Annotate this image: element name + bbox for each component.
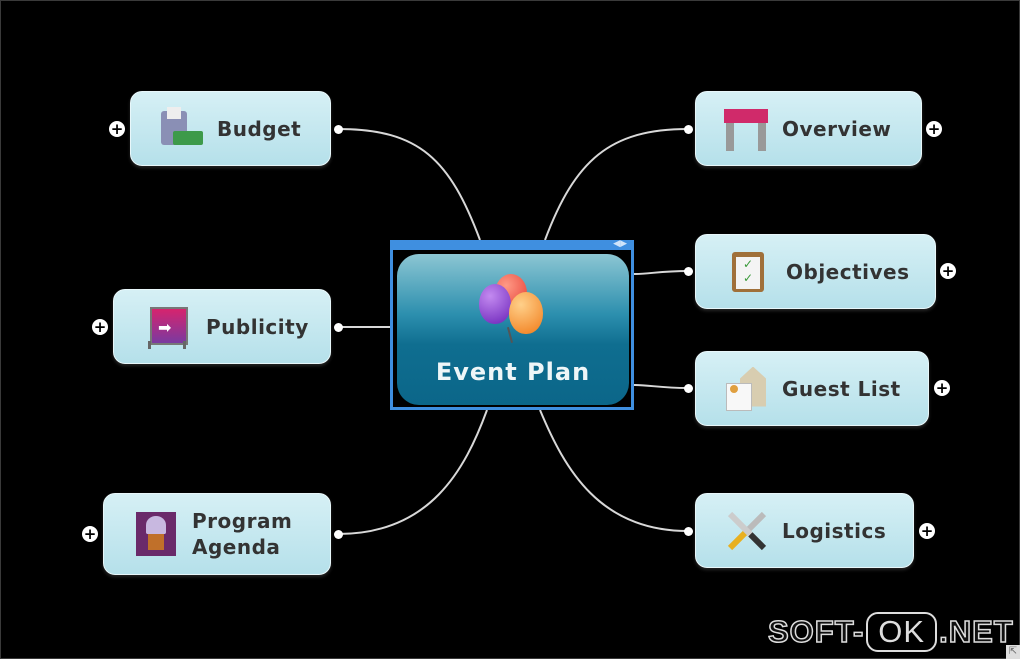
topic-guest-list[interactable]: Guest List [695,351,929,426]
tools-icon [724,509,768,553]
watermark-part: OK [866,612,938,652]
link-guest-list [633,384,689,389]
expand-objectives-button[interactable]: + [940,262,956,280]
expand-logistics-button[interactable]: + [919,522,935,540]
expand-program-agenda-button[interactable]: + [82,525,98,543]
expand-publicity-button[interactable]: + [92,318,108,336]
balloons-icon [477,272,547,347]
expand-overview-button[interactable]: + [926,120,942,138]
podium-icon [134,512,178,556]
connector-handle[interactable] [684,125,693,134]
topic-label: Budget [217,116,302,141]
central-topic-title: Event Plan [435,358,591,386]
topic-overview[interactable]: Overview [695,91,922,166]
link-overview [544,128,689,241]
connector-handle[interactable] [684,384,693,393]
connector-handle[interactable] [334,125,343,134]
topic-label-line2: Agenda [192,535,281,559]
topic-objectives[interactable]: ✓✓ Objectives [695,234,936,309]
cash-register-icon [159,106,203,151]
watermark-part: SOFT- [767,613,865,650]
topic-logistics[interactable]: Logistics [695,493,914,568]
topic-budget[interactable]: Budget [130,91,331,166]
topic-label: Overview [782,116,892,141]
connector-handle[interactable] [334,323,343,332]
connector-handle[interactable] [684,267,693,276]
central-topic[interactable]: Event Plan [397,254,629,405]
topic-label: Guest List [782,376,901,401]
watermark-logo: SOFT-OK.NET [767,612,1014,652]
topic-label-line1: Program [192,509,293,533]
address-card-icon [724,366,768,411]
link-objectives [633,270,689,275]
signboard-icon: ➡ [146,305,190,349]
connector-handle[interactable] [684,527,693,536]
watermark-part: .NET [938,613,1014,650]
resize-grip-icon[interactable]: ⇱ [1006,645,1020,659]
expand-guest-list-button[interactable]: + [934,379,950,397]
connector-handle[interactable] [334,530,343,539]
link-logistics [539,409,689,532]
link-program-agenda [337,409,488,535]
topic-label: Logistics [782,518,887,543]
topic-label: Objectives [786,259,910,284]
clipboard-checklist-icon: ✓✓ [728,250,772,294]
topic-publicity[interactable]: ➡ Publicity [113,289,331,364]
resize-arrows-icon[interactable]: ◀▶ [613,239,627,249]
expand-budget-button[interactable]: + [109,120,125,138]
link-budget [337,128,481,241]
stage-icon [724,107,768,151]
topic-label: Publicity [206,314,309,339]
